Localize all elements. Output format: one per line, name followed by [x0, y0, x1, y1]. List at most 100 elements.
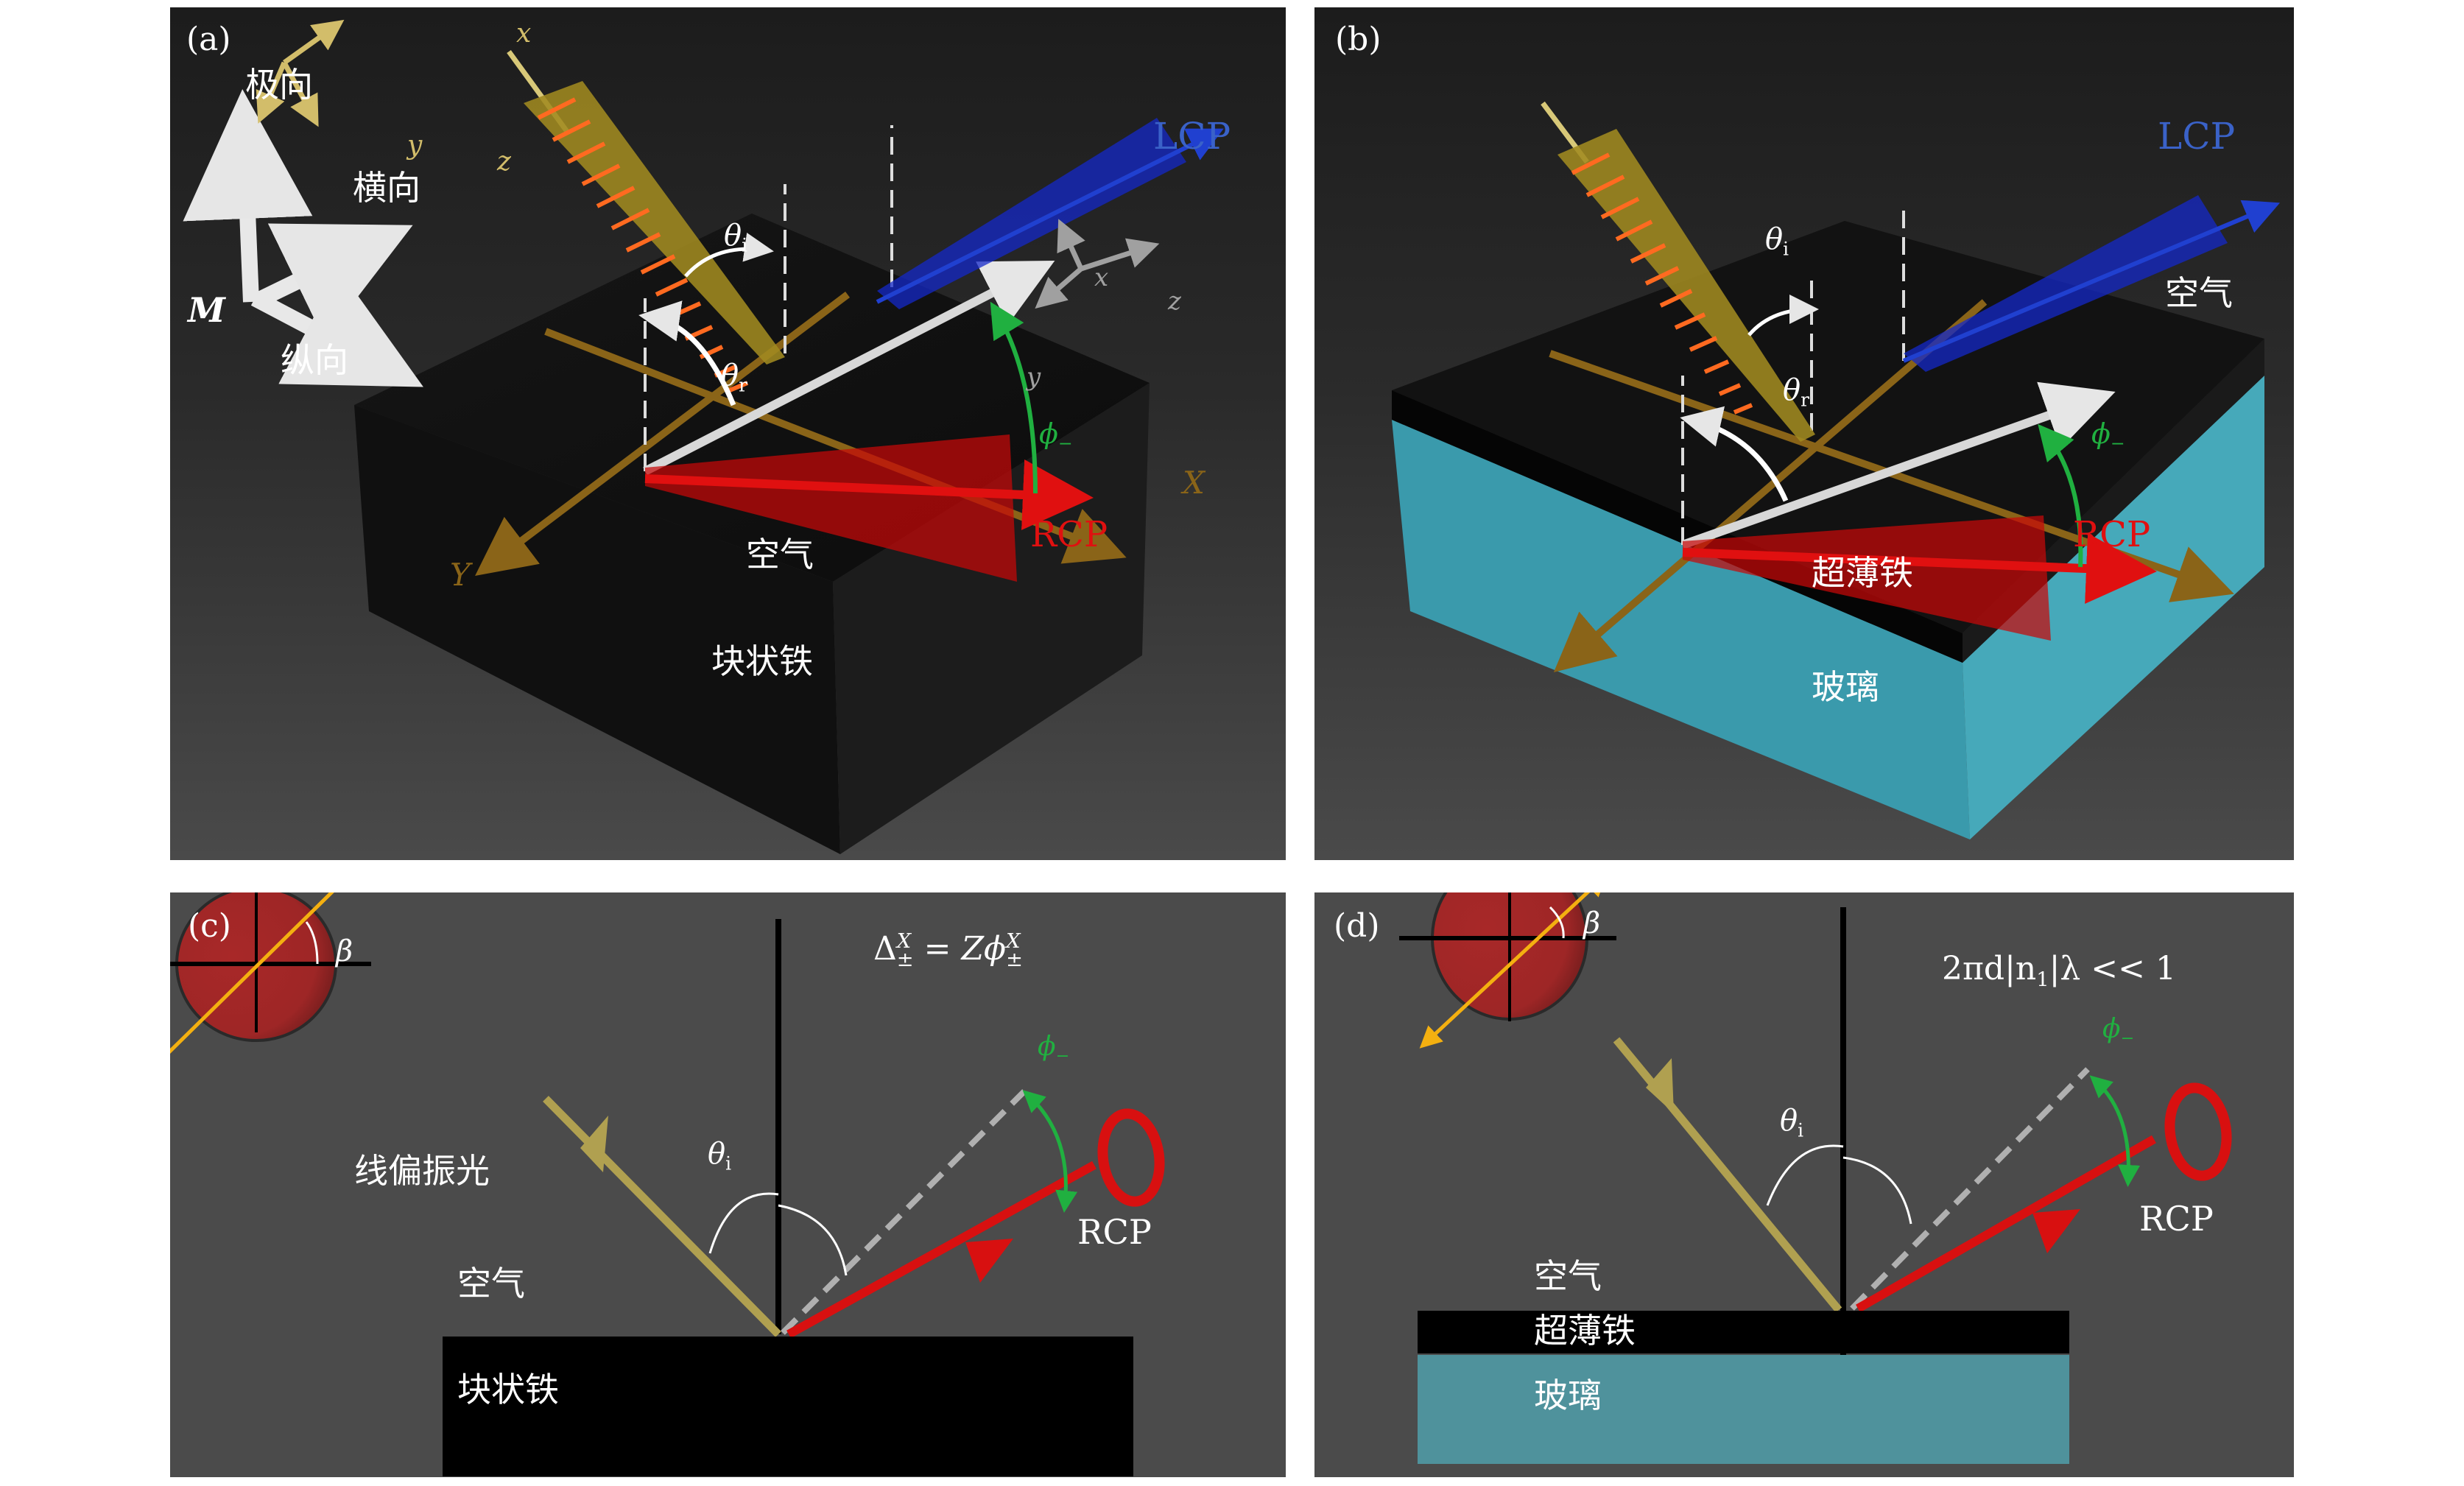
- phi-angle-arc: [2038, 423, 2083, 568]
- rcp-beam-cone: [645, 434, 1017, 582]
- glass-label-b: 玻璃: [1812, 667, 1879, 707]
- panel-label-b: (b): [1335, 21, 1381, 58]
- theta-i-subscript: i: [742, 234, 748, 256]
- phi-label-d: ϕ−: [2102, 1016, 2134, 1046]
- theta-i-subscript: i: [1783, 238, 1789, 260]
- panel-a-scene: [183, 19, 1224, 854]
- theta-symbol: θ: [1780, 1104, 1798, 1138]
- specular-reference-dashed: [781, 1089, 1027, 1335]
- longitudinal-label: 纵向: [281, 340, 348, 380]
- glass-left-face: [1392, 420, 1970, 839]
- longitudinal-arrow: [250, 269, 423, 387]
- panel-label-d: (d): [1334, 907, 1380, 945]
- incident-frame-x-label: x: [516, 18, 532, 49]
- equals-sign: =: [913, 930, 962, 968]
- phi-subscript: −: [1055, 1046, 1070, 1066]
- reflected-neutral-axis: [643, 261, 1055, 476]
- phi-angle-arc: [2089, 1075, 2141, 1187]
- theta-i-arc-right: [1842, 1156, 1912, 1225]
- rcp-reflected-beam: [786, 1161, 1097, 1339]
- polarization-direction-arrow: [170, 892, 367, 1075]
- reflected-frame-x: [1057, 219, 1085, 270]
- incident-frame-y-label: y: [407, 130, 423, 161]
- magnetization-label: M: [188, 290, 225, 330]
- polar-arrow: [183, 89, 313, 303]
- glass-right-face: [1963, 376, 2264, 839]
- theta-i-subscript: i: [1798, 1119, 1804, 1141]
- phi-label-a: ϕ−: [1039, 420, 1073, 453]
- rcp-label-a: RCP: [1030, 514, 1108, 555]
- rcp-polarization-ring: [1097, 1108, 1165, 1207]
- theta-r-subscript: r: [739, 374, 747, 396]
- incident-helix: [1571, 152, 1753, 415]
- air-label-b: 空气: [2165, 273, 2233, 313]
- rcp-polarization-ring: [2164, 1082, 2232, 1181]
- theta-i-label-c: θi: [708, 1139, 731, 1173]
- theta-i-arc: [684, 232, 774, 278]
- air-label-d: 空气: [1534, 1256, 1602, 1296]
- phi-symbol: ϕ: [1038, 1032, 1056, 1062]
- panel-b-ultrathin-iron-3d: (b) LCP 空气 θi θr ϕ− RCP 超薄铁 玻璃: [1314, 7, 2294, 860]
- lab-axis-x-label: X: [1183, 465, 1205, 501]
- theta-symbol: θ: [708, 1137, 726, 1171]
- reflected-neutral-axis: [1680, 381, 2116, 549]
- phi-angle-arc: [990, 301, 1038, 494]
- incident-helix: [537, 97, 749, 392]
- specular-reference-dashed: [1850, 1067, 2090, 1311]
- theta-r-label-b: θr: [1783, 376, 1809, 409]
- phi-symbol: ϕ: [2091, 418, 2111, 450]
- rcp-beam-cone: [1683, 515, 2051, 641]
- theta-i-arc-left: [1766, 1144, 1844, 1206]
- theta-r-label-a: θr: [721, 361, 747, 395]
- ultrathin-iron-film: [1418, 1311, 2069, 1353]
- air-label-c: 空气: [457, 1264, 525, 1303]
- beta-angle-arc: [305, 921, 319, 965]
- reflected-frame-y: [1035, 267, 1083, 309]
- theta-r-subscript: r: [1801, 389, 1809, 411]
- delta-subscript: ±: [896, 948, 914, 971]
- rcp-beam-arrowhead: [2032, 1209, 2080, 1253]
- polar-label: 极向: [245, 65, 313, 105]
- bulk-iron-block: [443, 1337, 1133, 1476]
- phi-angle-arc: [1022, 1090, 1078, 1213]
- theta-i-arc-left: [708, 1192, 779, 1254]
- incident-frame-z-label: z: [497, 147, 511, 177]
- delta-superscript: X: [896, 930, 912, 953]
- theta-i-arc: [1747, 295, 1819, 337]
- air-label-a: 空气: [746, 535, 814, 574]
- ultrathin-iron-label-b: 超薄铁: [1812, 553, 1913, 593]
- beta-angle-arc: [1549, 906, 1565, 939]
- phi-superscript: X: [1006, 930, 1021, 953]
- phi-label-c: ϕ−: [1038, 1034, 1069, 1064]
- panel-d-scene: [1399, 892, 2232, 1464]
- rcp-beam-arrowhead: [965, 1239, 1013, 1283]
- phi-symbol: ϕ: [2102, 1014, 2121, 1044]
- ultrathin-iron-edge-left: [1392, 390, 1963, 663]
- phi-subscript: ±: [1006, 948, 1023, 971]
- theta-r-arc: [1680, 406, 1789, 502]
- incident-frame-x: [282, 19, 345, 65]
- theta-symbol: θ: [724, 219, 742, 253]
- incident-frame-z: [281, 61, 319, 127]
- phi-subscript: −: [1057, 433, 1073, 454]
- z-phi-symbol: Zϕ: [961, 930, 1007, 968]
- lcp-axis: [1902, 200, 2281, 363]
- lab-axis-x: [544, 328, 1127, 564]
- panel-d-ultrathin-iron-2d: (d) β 2πd|n1|λ << 1 θi ϕ− RCP 空气 超薄铁 玻璃: [1314, 892, 2294, 1477]
- glass-substrate: [1418, 1355, 2069, 1464]
- theta-symbol: θ: [1783, 373, 1801, 407]
- theta-symbol: θ: [721, 359, 739, 392]
- condition-prefix: 2πd|n: [1942, 950, 2037, 987]
- condition-subscript: 1: [2036, 968, 2049, 992]
- incident-beam-arrowhead: [1646, 1058, 1674, 1113]
- theta-i-label-d: θi: [1780, 1106, 1803, 1140]
- rcp-label-d: RCP: [2139, 1199, 2214, 1239]
- panel-c-scene: [170, 892, 1165, 1476]
- panel-a-bulk-iron-3d: (a) 极向 横向 纵向 M x y z LCP x z y θi θr ϕ− …: [170, 7, 1286, 860]
- reflected-frame-x-label: x: [1094, 263, 1109, 292]
- transverse-label: 横向: [353, 168, 420, 208]
- ultrathin-iron-label-d: 超薄铁: [1534, 1311, 1636, 1351]
- reflected-frame-y-label: y: [1027, 362, 1041, 392]
